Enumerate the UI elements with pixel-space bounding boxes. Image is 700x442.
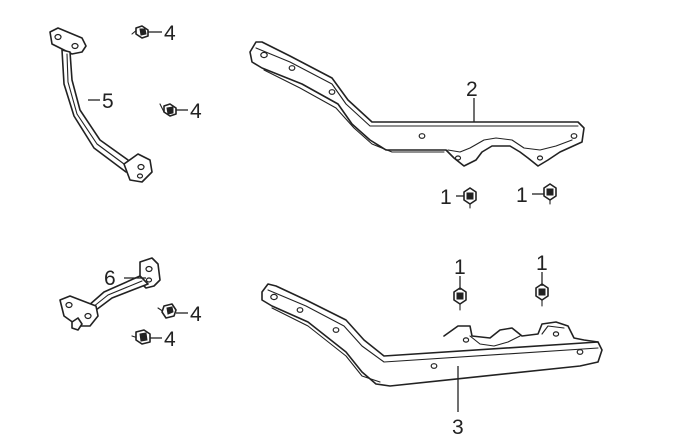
bolt-d-icon [535,283,549,307]
lower-stay-rod [59,257,161,331]
callout-bolt-d: 1 [536,252,548,275]
bolt-c-icon [453,287,467,311]
callout-bolt-a: 1 [440,186,452,209]
callout-upper-bracket: 2 [466,78,478,101]
screw-c-icon [157,303,177,319]
callout-upper-stay: 5 [102,90,114,113]
screw-b-icon [159,103,177,117]
callout-bolt-b: 1 [516,184,528,207]
callout-screw-a: 4 [164,22,176,45]
screw-a-icon [131,25,149,39]
upper-bracket [249,41,585,167]
screw-d-icon [131,329,151,345]
leader-lines [88,31,544,412]
bolt-b-icon [543,183,557,205]
callout-screw-d: 4 [164,328,176,351]
callout-lower-bracket: 3 [452,416,464,439]
callout-bolt-c: 1 [454,256,466,279]
upper-stay-rod [49,27,153,183]
callout-lower-stay: 6 [104,267,116,290]
lower-bracket [261,283,603,387]
callout-screw-c: 4 [190,303,202,326]
callout-screw-b: 4 [190,100,202,123]
callout-labels: 4 4 5 6 4 4 2 1 1 1 1 3 [102,22,548,439]
bolt-a-icon [463,187,477,209]
